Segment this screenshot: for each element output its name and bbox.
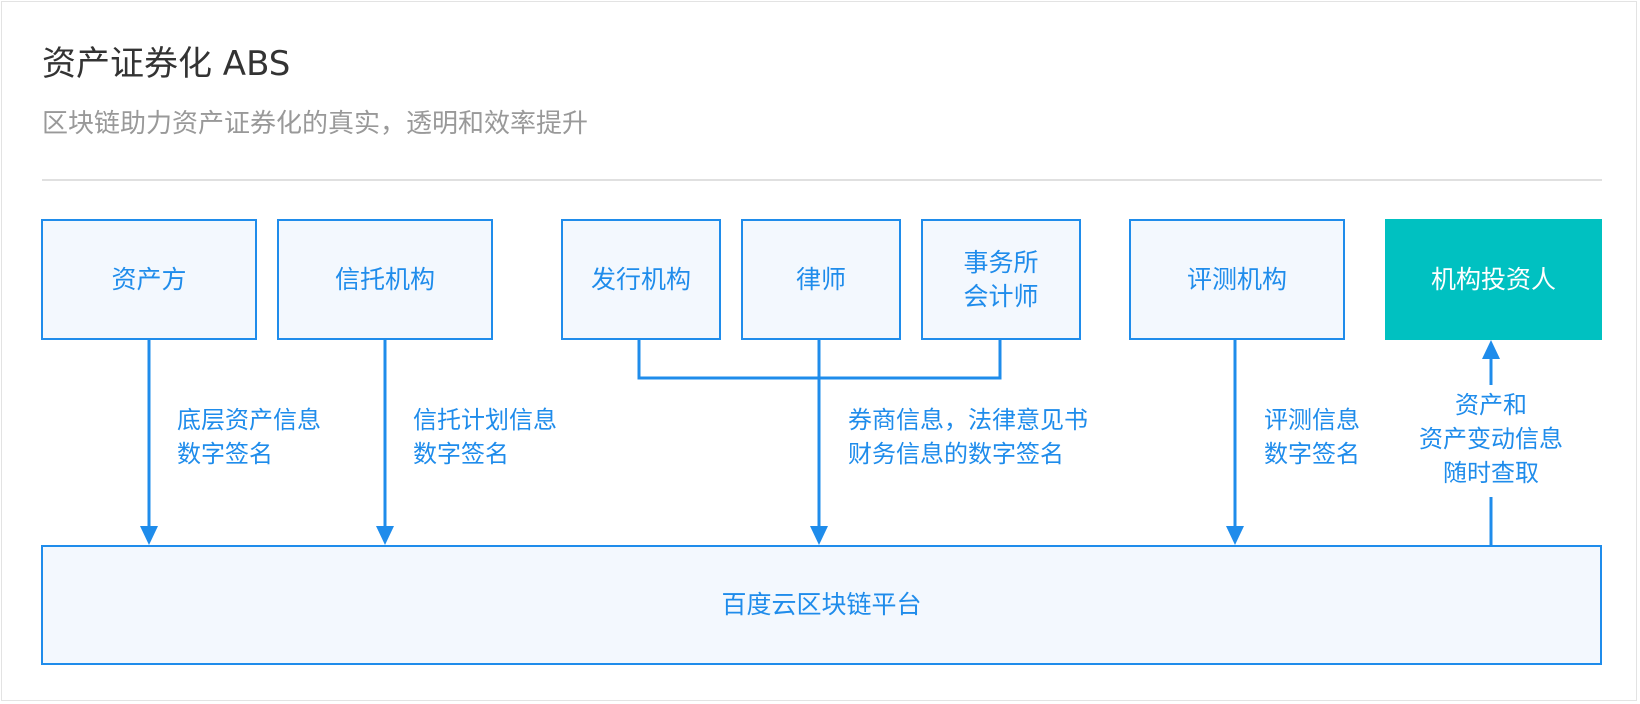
node-lawyer: 律师: [741, 219, 901, 340]
flow-label-investor: 资产和 资产变动信息 随时查取: [1411, 388, 1571, 490]
header-divider: [42, 179, 1602, 181]
node-trust: 信托机构: [277, 219, 493, 340]
page-title: 资产证券化 ABS: [42, 44, 291, 84]
flow-label-rating-line2: 数字签名: [1264, 440, 1360, 468]
flow-label-asset-owner-line2: 数字签名: [177, 440, 273, 468]
issuer-group-connector: [637, 340, 1002, 545]
flow-label-asset-owner-line1: 底层资产信息: [177, 406, 321, 434]
investor-arrow: [1482, 340, 1500, 545]
flow-label-trust-line2: 数字签名: [413, 440, 509, 468]
node-accounting-label-line1: 事务所: [963, 247, 1039, 277]
node-accounting-label-line2: 会计师: [963, 281, 1039, 311]
node-lawyer-label: 律师: [795, 264, 846, 294]
node-platform-label: 百度云区块链平台: [721, 590, 922, 619]
node-issuer-label: 发行机构: [590, 264, 691, 294]
node-asset-owner-label: 资产方: [111, 264, 187, 294]
flow-label-issuer-group: 券商信息，法律意见书 财务信息的数字签名: [848, 403, 1088, 471]
flow-label-trust-line1: 信托计划信息: [413, 406, 557, 434]
node-investor: 机构投资人: [1385, 219, 1602, 340]
flow-label-rating: 评测信息 数字签名: [1264, 403, 1360, 471]
node-rating: 评测机构: [1129, 219, 1345, 340]
node-issuer: 发行机构: [561, 219, 721, 340]
trust-arrow: [376, 340, 394, 545]
node-accounting-firm: 事务所 会计师: [921, 219, 1081, 340]
asset-owner-arrow: [140, 340, 158, 545]
node-platform: 百度云区块链平台: [41, 545, 1602, 665]
rating-arrow: [1226, 340, 1244, 545]
node-trust-label: 信托机构: [334, 264, 435, 294]
flow-label-issuer-group-line1: 券商信息，法律意见书: [848, 406, 1088, 434]
node-investor-label: 机构投资人: [1430, 264, 1556, 294]
flow-label-investor-line2: 资产变动信息: [1419, 425, 1563, 453]
page-subtitle: 区块链助力资产证券化的真实，透明和效率提升: [42, 109, 589, 139]
flow-label-issuer-group-line2: 财务信息的数字签名: [848, 440, 1064, 468]
flow-label-asset-owner: 底层资产信息 数字签名: [177, 403, 321, 471]
flow-label-investor-line1: 资产和: [1455, 391, 1527, 419]
flow-label-rating-line1: 评测信息: [1264, 406, 1360, 434]
node-asset-owner: 资产方: [41, 219, 257, 340]
node-rating-label: 评测机构: [1186, 264, 1287, 294]
flow-label-investor-line3: 随时查取: [1443, 459, 1539, 487]
flow-label-trust: 信托计划信息 数字签名: [413, 403, 557, 471]
